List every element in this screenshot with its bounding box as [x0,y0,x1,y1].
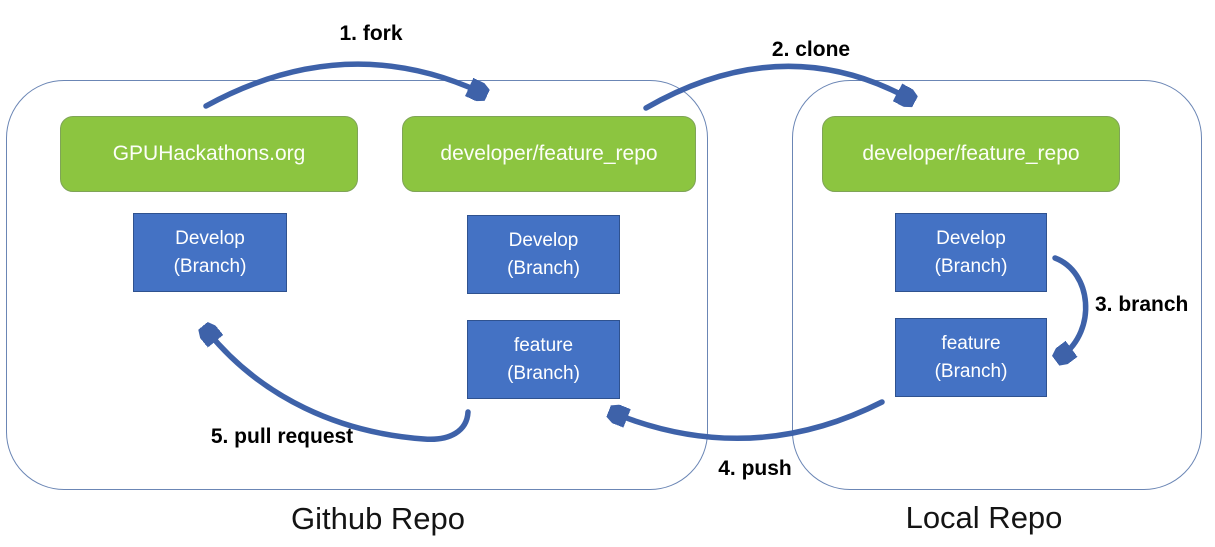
branch-name: Develop [175,227,245,249]
branch-arrow-label: 3. branch [1095,293,1189,316]
fork-arrow-label: 1. fork [339,22,403,45]
clone-arrow-label: 2. clone [771,38,851,61]
branch-name: Develop [936,227,1006,249]
local-clone-repo-label: developer/feature_repo [862,142,1080,165]
branch-kind: (Branch) [173,255,247,277]
branch-name: feature [513,334,574,356]
branch-kind: (Branch) [507,362,580,384]
local-repo-title: Local Repo [905,500,1063,535]
pull-request-arrow-label: 5. pull request [210,425,354,448]
fork-feature-branch-box: feature (Branch) [467,320,620,399]
forked-repo-box: developer/feature_repo [402,116,696,192]
branch-name: feature [941,332,1001,354]
forked-repo-label: developer/feature_repo [440,142,658,165]
push-arrow-label: 4. push [718,457,792,480]
branch-kind: (Branch) [934,255,1008,277]
local-develop-branch-box: Develop (Branch) [895,213,1047,292]
branch-kind: (Branch) [934,360,1008,382]
upstream-develop-branch-box: Develop (Branch) [133,213,287,292]
upstream-repo-box: GPUHackathons.org [60,116,358,192]
local-clone-repo-box: developer/feature_repo [822,116,1120,192]
local-feature-branch-box: feature (Branch) [895,318,1047,397]
branch-kind: (Branch) [507,257,580,279]
local-repo-container [792,80,1202,490]
github-repo-title: Github Repo [290,501,466,536]
fork-develop-branch-box: Develop (Branch) [467,215,620,294]
upstream-repo-label: GPUHackathons.org [112,142,306,165]
branch-name: Develop [508,229,579,251]
